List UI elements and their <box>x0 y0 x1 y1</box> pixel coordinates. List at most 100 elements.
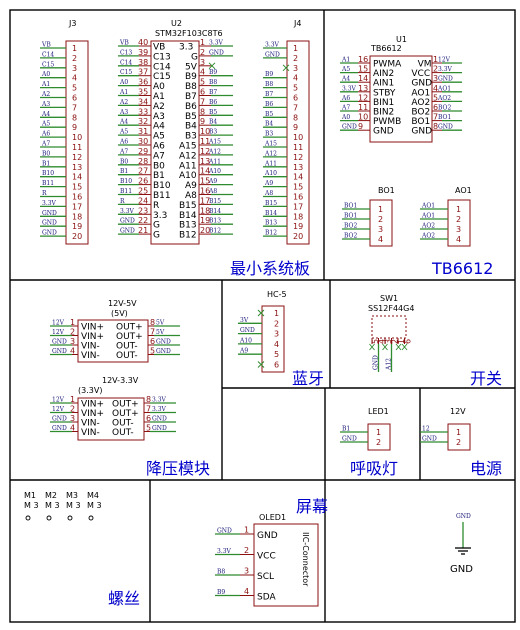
j3-pin-number: 1 <box>72 44 77 53</box>
j4-pin-14-net-label: A10 <box>264 170 277 177</box>
j4-pin-16-net-label: A8 <box>264 190 273 197</box>
u2-pin-3-no-connect <box>208 62 216 70</box>
ao1-ref: AO1 <box>455 186 472 195</box>
u2-pin-number: 8 <box>200 107 205 116</box>
sw1-pin-number: 3 <box>384 339 393 344</box>
hc5-pin-5-net-label: A9 <box>239 348 248 355</box>
u2-pin-function: A4 <box>153 122 165 132</box>
section-title-breath-light: 呼吸灯 <box>350 459 398 478</box>
u2-pin-27-net-label: B1 <box>120 168 128 175</box>
u1-pin-3-net-label: GND <box>438 76 453 83</box>
u2-pin-function: 3.3 <box>179 43 193 53</box>
u1-pin-function: PWMB <box>373 117 401 127</box>
buck1-pin-function: OUT+ <box>116 323 143 333</box>
u1-pin-8-net-label: GND <box>438 124 453 131</box>
u2-pin-37-net-label: C15 <box>120 69 132 76</box>
j4-pin-10-net-label: B3 <box>265 131 273 138</box>
u2-pin-function: B1 <box>153 171 165 181</box>
j4-pin-number: 17 <box>293 202 303 211</box>
u2-pin-30-net-label: A6 <box>119 139 128 146</box>
u2-pin-number: 2 <box>200 48 205 57</box>
u2-pin-34-net-label: A2 <box>119 99 128 106</box>
hc5-pin-number: 4 <box>274 340 279 349</box>
u2-pin-function: A5 <box>153 132 165 142</box>
u2-pin-function: A1 <box>153 92 165 102</box>
hc5-pin-number: 2 <box>274 319 279 328</box>
u1-pin-number: 11 <box>358 103 368 112</box>
u1-pin-1-net-label: 12V <box>438 57 451 64</box>
u2-pin-number: 30 <box>138 137 148 146</box>
u1-pin-function: BIN2 <box>373 108 394 118</box>
u1-pin-11-net-label: A7 <box>341 105 350 112</box>
buck2-pin-number: 4 <box>70 424 75 433</box>
buck2-pin-6-net-label: GND <box>152 416 167 423</box>
pwr-pin-number: 1 <box>456 428 461 437</box>
j3-pin-number: 10 <box>72 133 82 142</box>
u2-pin-17-net-label: B15 <box>209 198 221 205</box>
bo1-pin-number: 2 <box>378 215 383 224</box>
u2-pin-number: 27 <box>138 167 148 176</box>
u2-pin-21-net-label: GND <box>120 228 135 235</box>
u2-pin-number: 23 <box>138 206 148 215</box>
u2-pin-number: 31 <box>138 127 148 136</box>
buck1-title: 12V-5V <box>108 299 137 308</box>
u2-pin-38-net-label: C14 <box>120 59 132 66</box>
bo1-body <box>369 199 393 247</box>
screw-value: M 3 <box>87 501 102 510</box>
pwr-pin-number: 2 <box>456 438 461 447</box>
u1-ref: U1 <box>396 35 407 44</box>
u2-pin-22-net-label: GND <box>120 218 135 225</box>
j4-pin-number: 1 <box>293 44 298 53</box>
u2-pin-15-net-label: A9 <box>208 178 217 185</box>
u1-pin-function: BIN1 <box>373 98 394 108</box>
ao1-pin-4-net-label: AO2 <box>421 233 435 240</box>
u1-pin-2-net-label: 3.3V <box>438 66 453 73</box>
u2-pin-function: B11 <box>153 191 171 201</box>
j3-ref: J3 <box>68 19 76 28</box>
j3-pin-number: 9 <box>72 123 77 132</box>
section-title-bluetooth: 蓝牙 <box>292 369 324 388</box>
u2-pin-number: 12 <box>200 147 210 156</box>
u2-pin-number: 4 <box>200 68 205 77</box>
ao1-pin-number: 1 <box>456 205 461 214</box>
j4-pin-7-net-label: B6 <box>265 101 273 108</box>
u1-pin-number: 7 <box>433 113 438 122</box>
bo1-pin-number: 4 <box>378 235 383 244</box>
u2-pin-number: 6 <box>200 88 205 97</box>
screw-hole-icon <box>25 515 31 521</box>
j3-pin-15-net-label: B11 <box>42 180 54 187</box>
u2-pin-function: A0 <box>153 82 165 92</box>
u2-pin-number: 5 <box>200 78 205 87</box>
ao1-pin-2-net-label: AO1 <box>421 213 435 220</box>
u1-pin-function: STBY <box>373 88 396 98</box>
j4-pin-number: 7 <box>293 103 298 112</box>
buck1-pin-function: OUT- <box>116 342 138 352</box>
oled-pin-number: 4 <box>244 587 249 596</box>
j4-pin-18-net-label: B14 <box>265 210 277 217</box>
buck1-pin-number: 4 <box>70 347 75 356</box>
u2-pin-function: R <box>153 201 159 211</box>
j4-pin-19-net-label: B13 <box>265 220 277 227</box>
hc5-pin-3-net-label: GND <box>240 327 255 334</box>
led1-ref: LED1 <box>368 407 389 416</box>
u2-pin-number: 33 <box>138 107 148 116</box>
u2-pin-23-net-label: 3.3V <box>120 208 135 215</box>
j3-pin-19-net-label: GND <box>42 220 57 227</box>
u1-pin-15-net-label: A5 <box>341 66 350 73</box>
u2-pin-10-net-label: B3 <box>209 129 217 136</box>
u2-pin-function: VB <box>153 43 165 53</box>
screw-value: M 3 <box>45 501 60 510</box>
section-title-driver: TB6612 <box>431 259 493 278</box>
u2-pin-number: 39 <box>138 48 148 57</box>
j3-pin-5-net-label: A1 <box>41 81 50 88</box>
screw-ref: M3 <box>66 491 78 500</box>
u2-pin-function: B3 <box>185 132 197 142</box>
j3-pin-10-net-label: A6 <box>41 131 50 138</box>
u2-pin-18-net-label: B14 <box>209 208 221 215</box>
buck1-pin-function: VIN+ <box>81 332 104 342</box>
buck2-pin-8-net-label: 3.3V <box>152 397 167 404</box>
u2-value: STM32F103C8T6 <box>155 29 223 38</box>
